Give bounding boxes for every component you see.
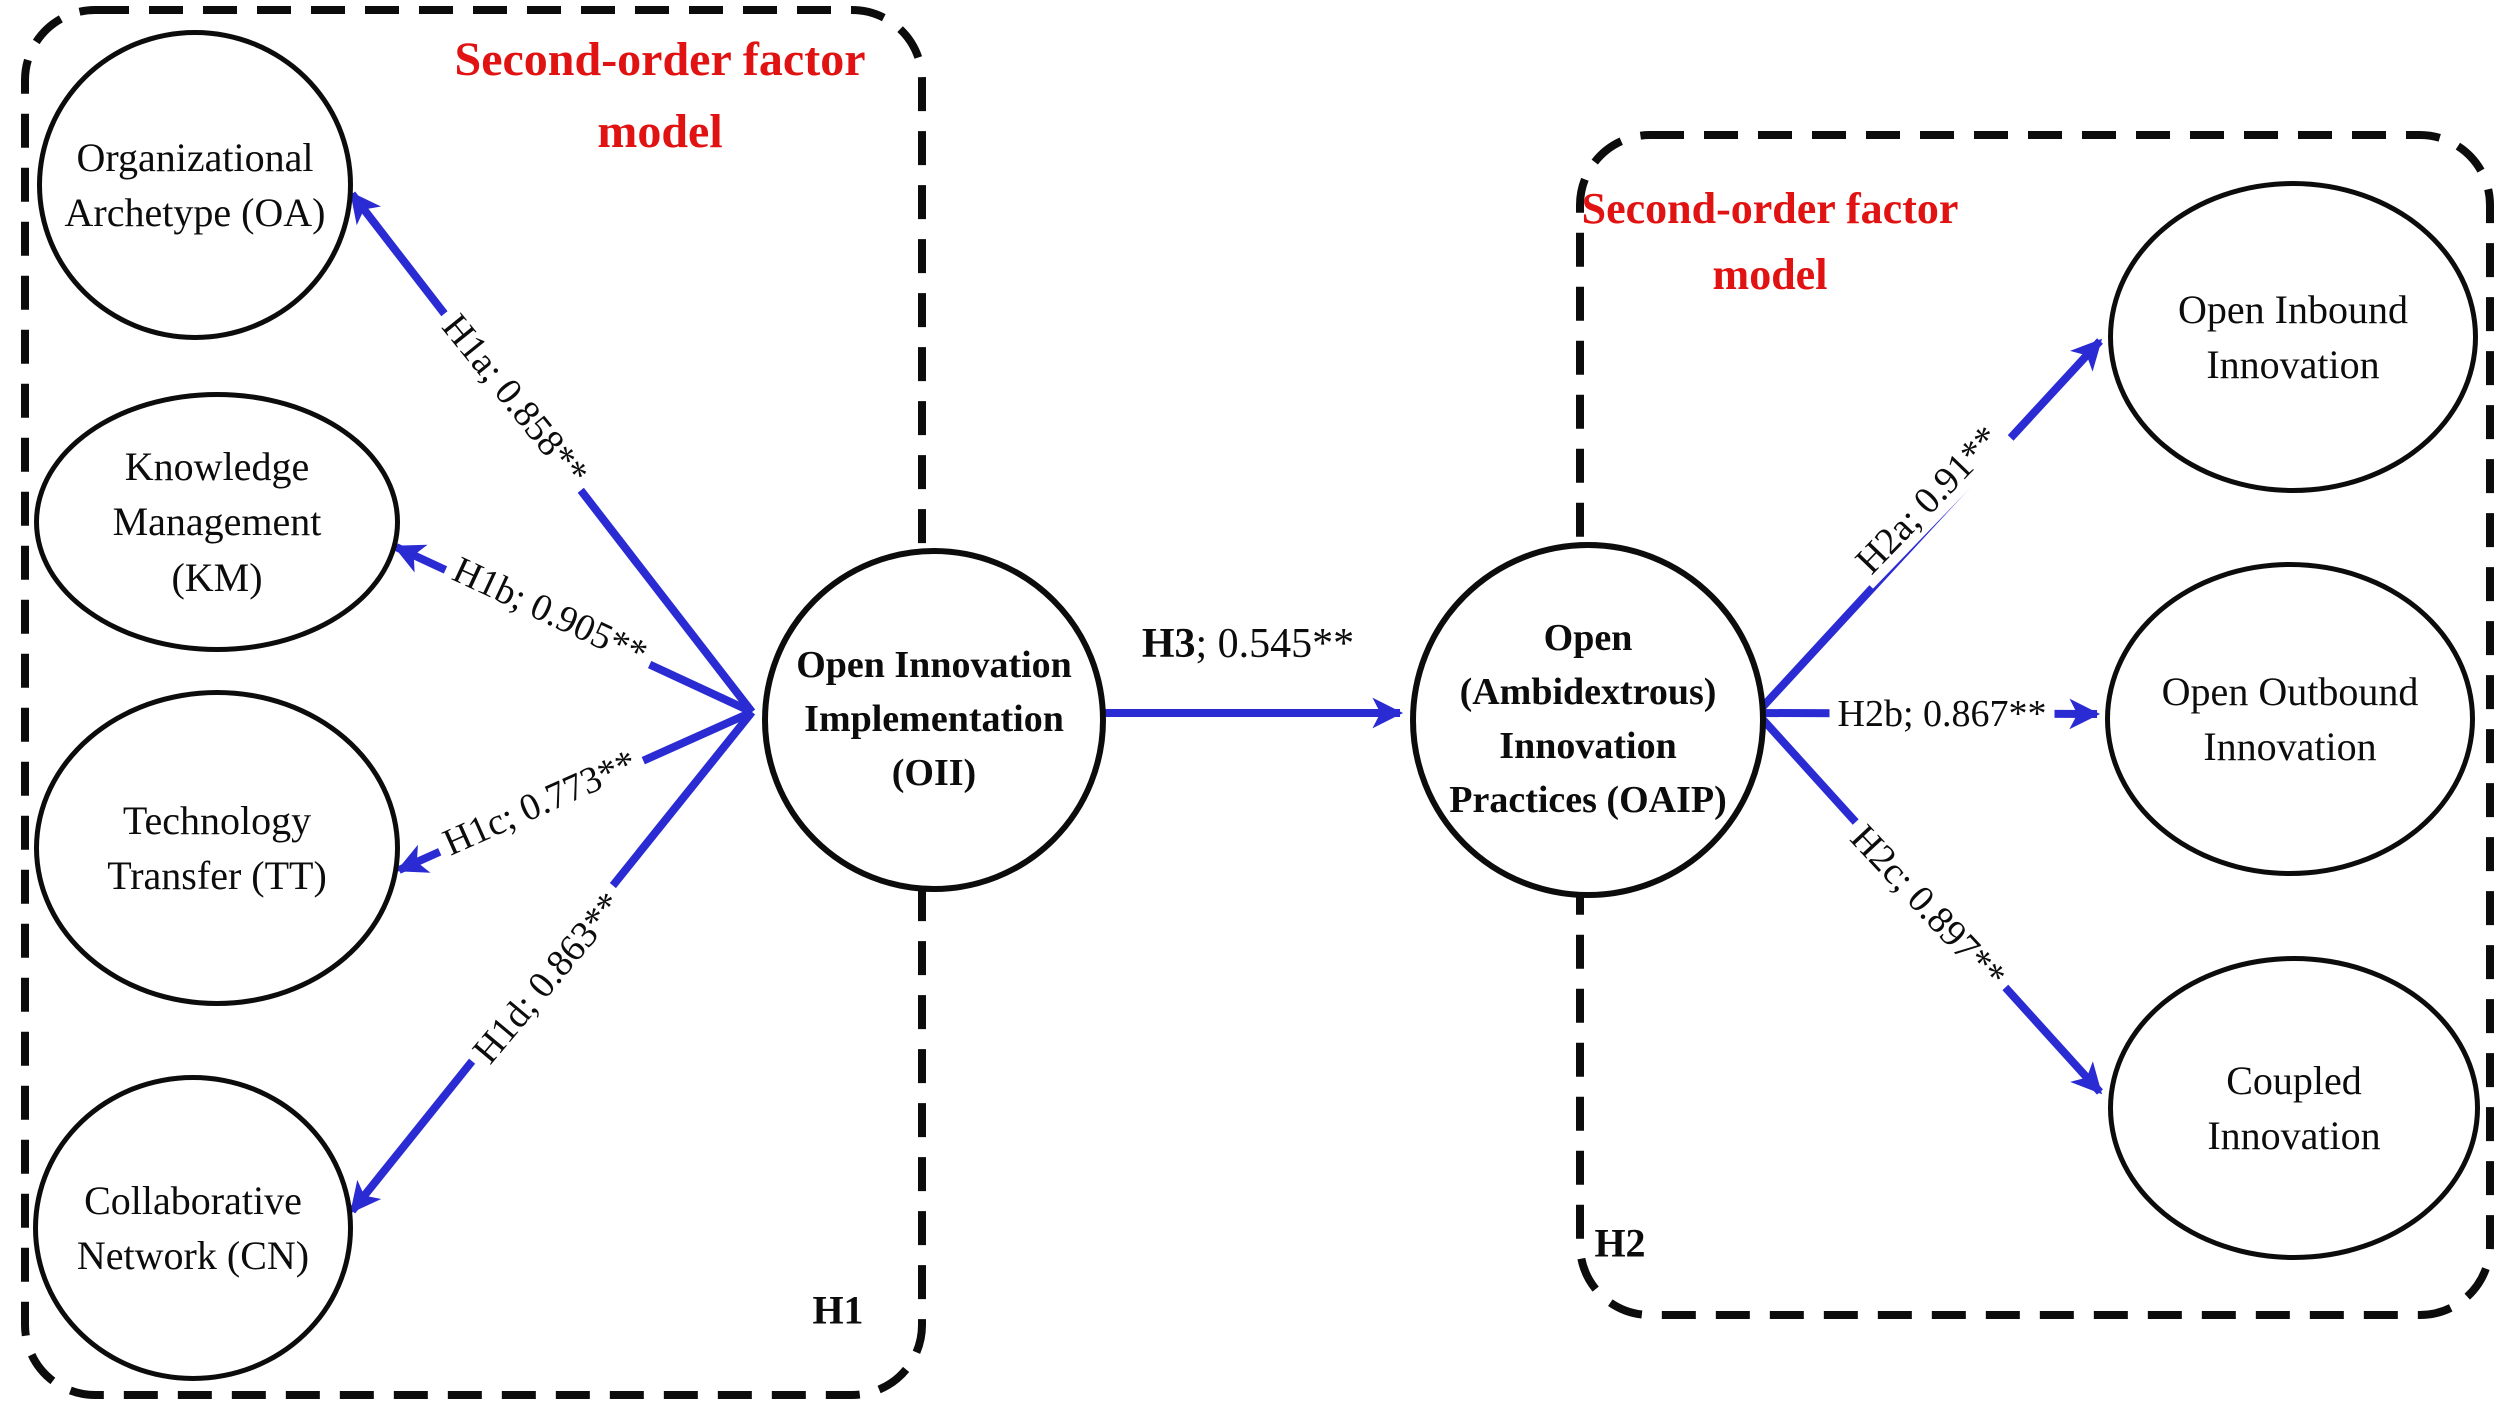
node-knowledge-management-label: Knowledge Management (KM) [112, 444, 322, 600]
node-technology-transfer: Technology Transfer (TT) [34, 690, 400, 1006]
node-coupled-innovation-label: Coupled Innovation [2207, 1057, 2381, 1158]
node-open-inbound-innovation: Open Inbound Innovation [2108, 181, 2478, 493]
right-box-hypothesis-tag: H2 [1594, 1220, 1646, 1266]
node-organizational-archetype-label: Organizational Archetype (OA) [64, 134, 326, 235]
path-label-h3-name: H3 [1141, 621, 1196, 667]
node-coupled-innovation: Coupled Innovation [2108, 956, 2480, 1260]
node-open-ambidextrous-innovation-practices: Open (Ambidextrous) Innovation Practices… [1410, 542, 1766, 898]
node-collaborative-network-label: Collaborative Network (CN) [76, 1177, 310, 1278]
node-open-outbound-innovation-label: Open Outbound Innovation [2161, 668, 2419, 769]
node-open-inbound-innovation-label: Open Inbound Innovation [2178, 286, 2408, 387]
node-knowledge-management: Knowledge Management (KM) [34, 392, 400, 652]
node-technology-transfer-label: Technology Transfer (TT) [107, 797, 327, 898]
right-box-title: Second-order factor model [1581, 184, 1959, 299]
node-open-outbound-innovation: Open Outbound Innovation [2105, 562, 2475, 876]
path-label-h2b: H2b; 0.867** [1829, 692, 2055, 736]
path-label-h3: H3; 0.545** [1133, 620, 1363, 668]
left-box-hypothesis-tag: H1 [812, 1287, 864, 1333]
node-open-ambidextrous-innovation-practices-label: Open (Ambidextrous) Innovation Practices… [1449, 617, 1727, 821]
left-box-title: Second-order factor model [454, 33, 866, 158]
node-open-innovation-implementation: Open Innovation Implementation (OII) [762, 548, 1106, 892]
path-label-h3-value: ; 0.545** [1195, 621, 1355, 667]
node-open-innovation-implementation-label: Open Innovation Implementation (OII) [796, 644, 1072, 794]
node-collaborative-network: Collaborative Network (CN) [33, 1075, 353, 1381]
node-organizational-archetype: Organizational Archetype (OA) [37, 30, 353, 340]
